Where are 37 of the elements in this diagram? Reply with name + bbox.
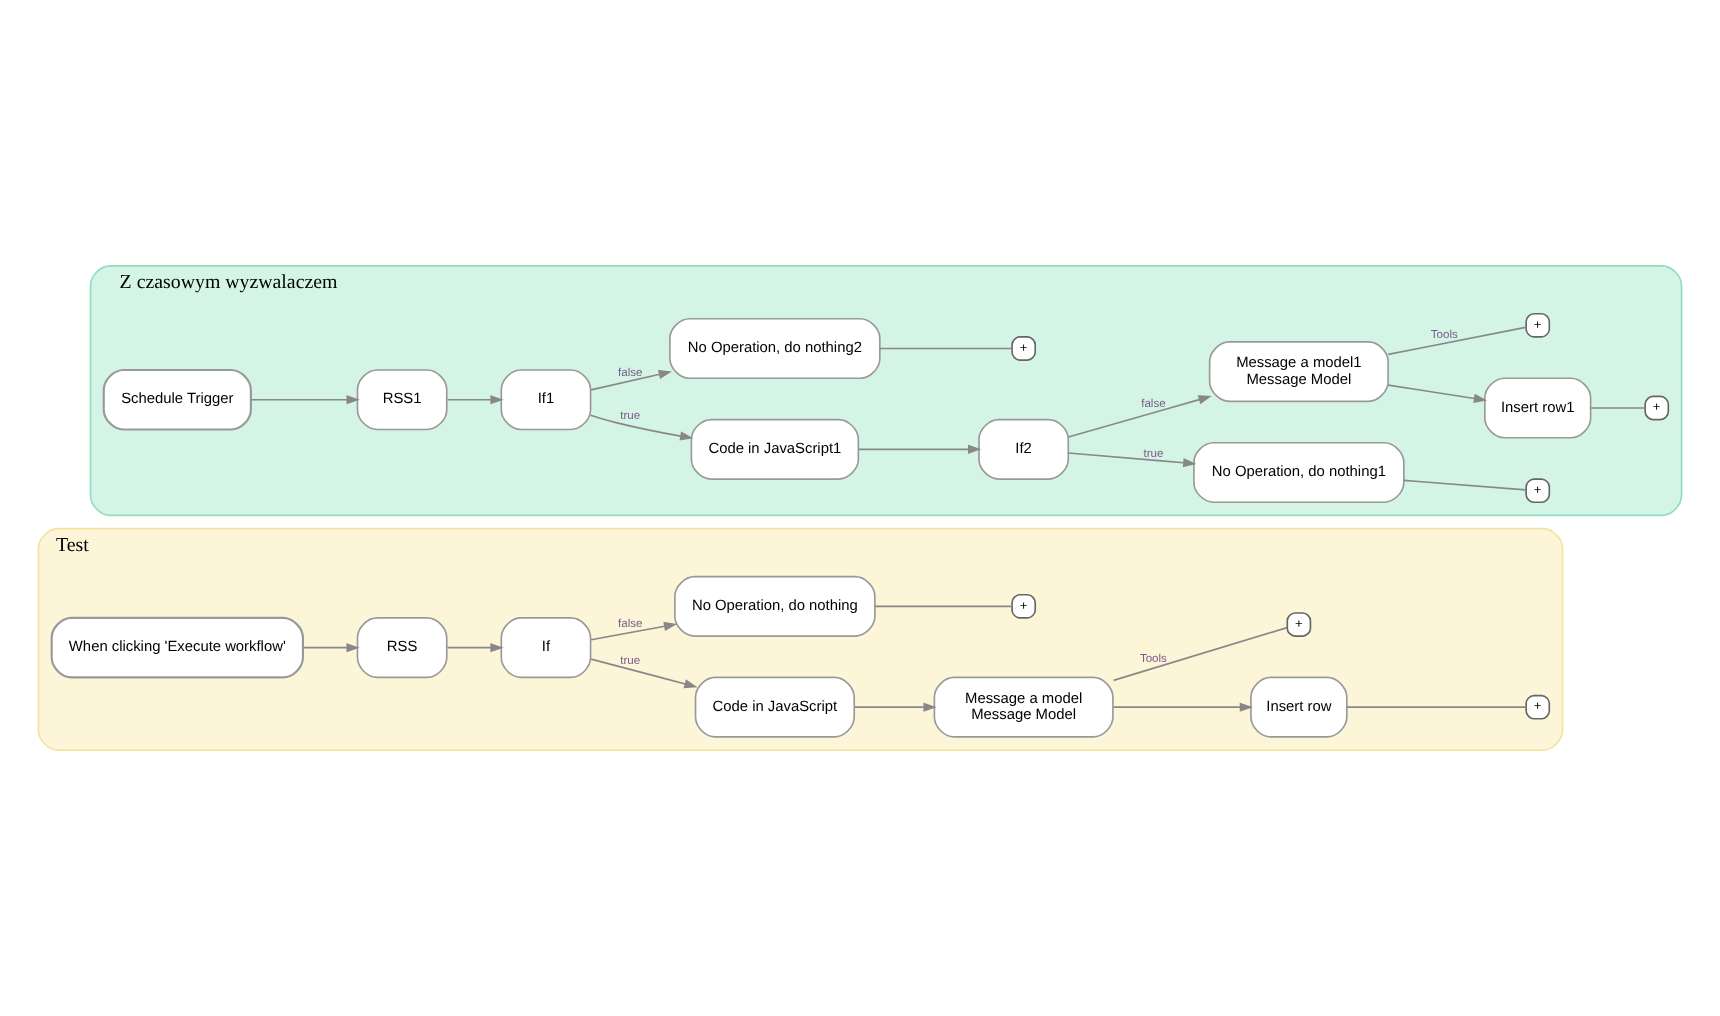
arrow bbox=[858, 444, 982, 454]
connector bbox=[1112, 626, 1288, 682]
node-box: Code in JavaScript1 bbox=[690, 418, 860, 480]
node-box: No Operation, do nothing bbox=[674, 575, 876, 637]
connector bbox=[879, 347, 1013, 350]
node-box: Insert row bbox=[1250, 676, 1348, 738]
node-box: No Operation, do nothing2 bbox=[669, 317, 881, 380]
connector bbox=[874, 605, 1013, 608]
node-box: Code in JavaScript bbox=[694, 676, 856, 738]
node-box: If1 bbox=[500, 369, 592, 431]
arrow bbox=[1112, 702, 1253, 712]
node-box: No Operation, do nothing1 bbox=[1193, 441, 1405, 504]
connector bbox=[1403, 479, 1527, 491]
arrow bbox=[1387, 384, 1488, 403]
node-box: If bbox=[500, 617, 592, 679]
arrow bbox=[854, 702, 937, 712]
node-box: Insert row1 bbox=[1484, 377, 1592, 439]
arrow bbox=[1067, 452, 1197, 468]
arrow bbox=[589, 414, 694, 441]
node-box: If2 bbox=[978, 418, 1070, 480]
node-box: Message a model Message Model bbox=[933, 676, 1114, 738]
connector bbox=[1590, 407, 1646, 409]
arrow bbox=[1067, 395, 1212, 438]
arrow bbox=[446, 395, 504, 405]
arrow bbox=[302, 643, 360, 653]
arrow bbox=[590, 369, 672, 391]
node-box: When clicking 'Execute workflow' bbox=[50, 616, 304, 679]
node-box: Schedule Trigger bbox=[102, 368, 252, 431]
arrow bbox=[590, 658, 698, 689]
connector bbox=[1346, 706, 1527, 708]
arrow bbox=[250, 395, 360, 405]
node-box: RSS bbox=[356, 617, 448, 679]
node-box: Message a model1 Message Model bbox=[1208, 341, 1389, 403]
arrow bbox=[446, 643, 504, 653]
arrow bbox=[590, 621, 678, 641]
node-box: RSS1 bbox=[356, 369, 448, 431]
connector bbox=[1387, 326, 1527, 356]
